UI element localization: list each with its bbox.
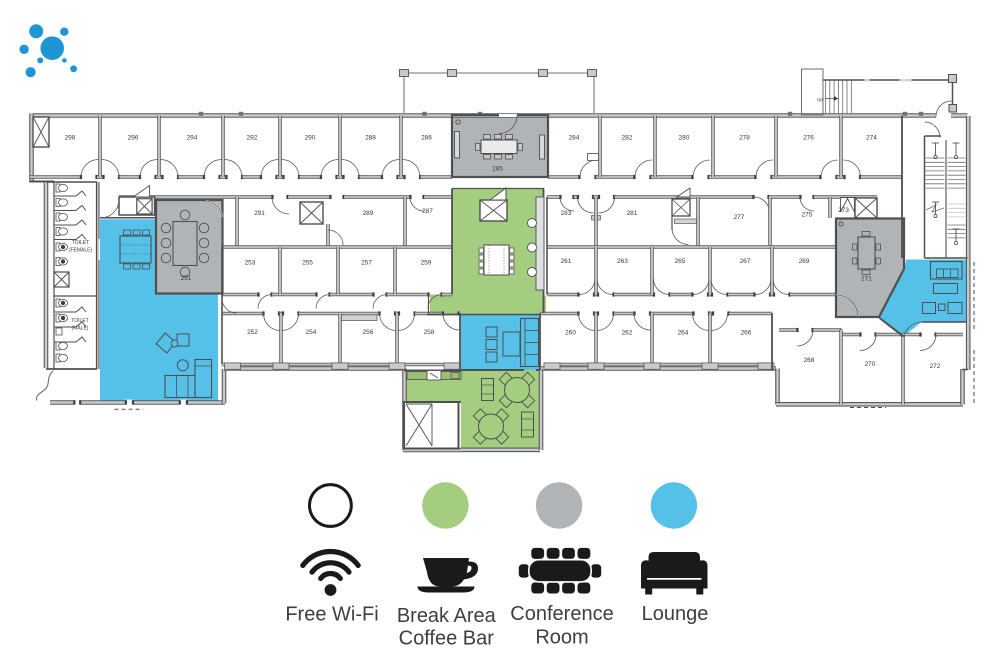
svg-text:269: 269: [799, 258, 810, 265]
svg-text:266: 266: [741, 330, 752, 337]
svg-text:261: 261: [561, 258, 572, 265]
svg-text:288: 288: [365, 135, 376, 142]
svg-text:Break Area: Break Area: [397, 605, 497, 627]
svg-text:Conference: Conference: [510, 603, 613, 625]
svg-text:TOILET: TOILET: [71, 318, 88, 324]
svg-text:275: 275: [802, 212, 813, 219]
svg-text:Room: Room: [535, 627, 588, 649]
svg-text:255: 255: [302, 260, 313, 267]
svg-text:283: 283: [561, 210, 572, 217]
svg-text:287: 287: [422, 208, 433, 215]
svg-text:274: 274: [866, 135, 877, 142]
svg-text:280: 280: [679, 135, 690, 142]
svg-text:258: 258: [424, 329, 435, 336]
svg-text:254: 254: [306, 329, 317, 336]
svg-text:281: 281: [627, 210, 638, 217]
svg-text:263: 263: [617, 258, 628, 265]
svg-text:292: 292: [247, 135, 258, 142]
svg-text:296: 296: [128, 135, 139, 142]
svg-text:286: 286: [421, 135, 432, 142]
svg-text:285: 285: [492, 166, 503, 173]
svg-text:251: 251: [181, 275, 192, 282]
svg-text:257: 257: [361, 260, 372, 267]
svg-text:271: 271: [861, 276, 872, 283]
svg-text:(FEMALE): (FEMALE): [69, 248, 93, 254]
svg-text:291: 291: [254, 210, 265, 217]
svg-text:273: 273: [838, 207, 849, 214]
svg-text:268: 268: [804, 357, 815, 364]
svg-text:294: 294: [187, 135, 198, 142]
svg-text:252: 252: [247, 329, 258, 336]
svg-text:267: 267: [740, 258, 751, 265]
svg-text:Up: Up: [817, 97, 823, 102]
svg-text:256: 256: [363, 329, 374, 336]
svg-text:284: 284: [569, 135, 580, 142]
svg-text:259: 259: [421, 260, 432, 267]
svg-text:278: 278: [739, 135, 750, 142]
svg-text:Lounge: Lounge: [642, 603, 709, 625]
svg-text:298: 298: [65, 135, 76, 142]
svg-text:265: 265: [675, 258, 686, 265]
svg-text:282: 282: [622, 135, 633, 142]
svg-text:270: 270: [865, 361, 876, 368]
svg-text:276: 276: [803, 135, 814, 142]
svg-text:Coffee Bar: Coffee Bar: [399, 628, 495, 650]
svg-text:260: 260: [565, 330, 576, 337]
svg-text:Free Wi-Fi: Free Wi-Fi: [285, 604, 378, 626]
svg-text:272: 272: [930, 363, 941, 370]
svg-text:253: 253: [245, 260, 256, 267]
svg-text:(MALE): (MALE): [72, 326, 89, 332]
svg-text:264: 264: [678, 330, 689, 337]
svg-text:289: 289: [363, 210, 374, 217]
svg-text:TOILET: TOILET: [72, 240, 89, 246]
svg-text:277: 277: [734, 214, 745, 221]
svg-text:262: 262: [622, 330, 633, 337]
svg-text:290: 290: [305, 135, 316, 142]
